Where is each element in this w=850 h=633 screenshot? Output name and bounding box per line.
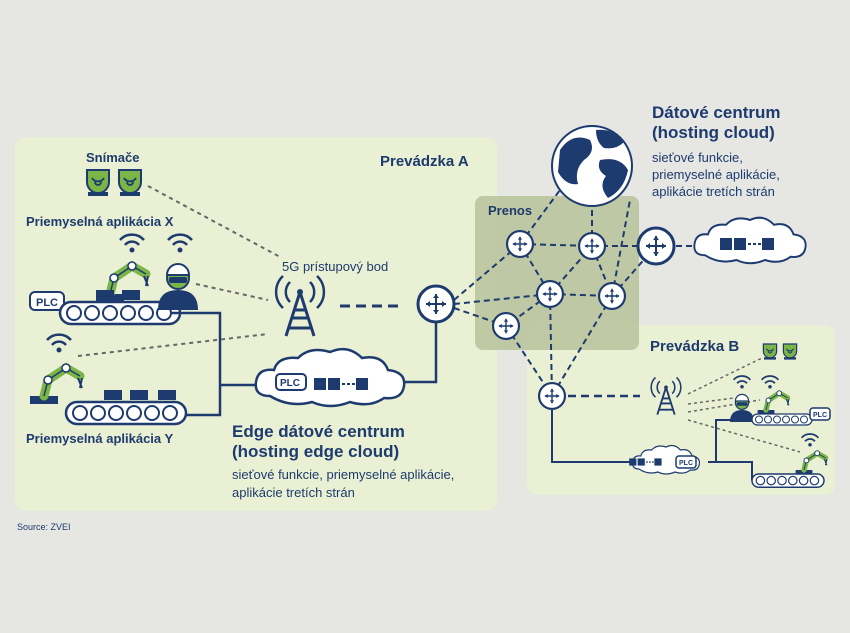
router-icon	[535, 279, 565, 309]
product-box	[158, 390, 176, 400]
product-box	[96, 290, 114, 300]
conveyor-icon	[751, 473, 825, 488]
router-icon	[505, 229, 535, 259]
svg-text:PLC: PLC	[679, 460, 693, 467]
sensor-icon	[762, 343, 778, 361]
router-icon	[537, 381, 567, 411]
app-x-label: Priemyselná aplikácia X	[26, 214, 174, 229]
edge-subtitle: (hosting edge cloud)	[232, 442, 399, 461]
edge-desc-line2: aplikácie tretích strán	[232, 485, 355, 500]
router-icon	[577, 231, 607, 261]
transport-label: Prenos	[488, 203, 532, 218]
plant-b-title: Prevádzka B	[650, 338, 739, 355]
plc-box-x: PLC	[29, 291, 65, 311]
product-box	[122, 290, 140, 300]
edge-title: Edge dátové centrum	[232, 422, 405, 441]
wireless-link	[77, 185, 283, 357]
datacenter-desc-line3: aplikácie tretích strán	[652, 184, 775, 199]
edge-desc-line1: sieťové funkcie, priemyselné aplikácie,	[232, 467, 454, 482]
plc-box-b-cloud: PLC	[675, 455, 697, 469]
globe-icon	[551, 125, 633, 207]
router-icon	[597, 281, 627, 311]
app-y-label: Priemyselná aplikácia Y	[26, 431, 174, 446]
product-box	[104, 390, 122, 400]
datacenter-desc-line2: priemyselné aplikácie,	[652, 167, 780, 182]
conveyor-icon	[64, 400, 188, 426]
svg-text:PLC: PLC	[813, 412, 827, 419]
datacenter-title: Dátové centrum	[652, 103, 780, 122]
sensor-icon	[118, 169, 142, 197]
sensor-icon	[782, 343, 798, 361]
plc-box-edge: PLC	[275, 373, 307, 391]
svg-text:PLC: PLC	[36, 297, 58, 309]
router-icon	[491, 311, 521, 341]
sensors-label: Snímače	[86, 150, 139, 165]
svg-text:PLC: PLC	[280, 378, 300, 389]
plant-b-panel	[527, 325, 835, 495]
conveyor-icon	[751, 413, 813, 426]
access-point-label: 5G prístupový bod	[282, 259, 388, 274]
source-note: Source: ZVEI	[17, 522, 71, 532]
datacenter-cloud-icon	[693, 216, 807, 265]
datacenter-subtitle: (hosting cloud)	[652, 123, 775, 142]
router-icon	[636, 226, 676, 266]
product-box	[130, 390, 148, 400]
plant-a-title: Prevádzka A	[380, 153, 469, 170]
router-icon	[416, 284, 456, 324]
datacenter-desc-line1: sieťové funkcie,	[652, 150, 743, 165]
sensor-icon	[86, 169, 110, 197]
plc-box-b-line1: PLC	[809, 407, 831, 421]
